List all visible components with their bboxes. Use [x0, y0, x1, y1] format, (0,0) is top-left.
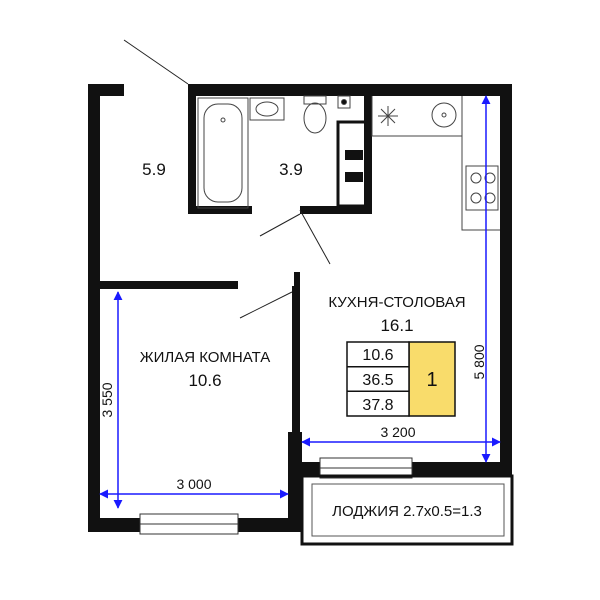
- loggia: [300, 474, 514, 546]
- dim-living-width-label: 3 000: [176, 476, 211, 492]
- table-frame: [346, 341, 410, 417]
- kitchen-area: 16.1: [380, 316, 413, 335]
- kitchen-sink-icon: [431, 102, 457, 128]
- wall-bottom-left-b: [238, 518, 300, 532]
- bath-door-leaf: [299, 209, 331, 265]
- stove-burner-1: [470, 172, 482, 184]
- shaft-fill: [345, 150, 363, 160]
- dim-living-height-label: 3 550: [99, 382, 115, 417]
- fan-icon-d2: [380, 108, 396, 124]
- wall-bottom-left-a: [88, 518, 140, 532]
- hall-door-leaf: [259, 213, 301, 237]
- summary-total-with-loggia: 37.8: [362, 397, 393, 414]
- wall-hall-living: [88, 281, 238, 289]
- summary-rooms-count: 1: [426, 369, 437, 391]
- kitchen-sink-drain: [441, 112, 447, 118]
- bathtub: [197, 97, 249, 209]
- bathroom-area: 3.9: [279, 160, 303, 179]
- area-summary-table: 10.6 36.5 37.8 1: [346, 341, 456, 417]
- toilet-tank: [303, 95, 327, 105]
- bathroom-fixtures: [197, 95, 351, 209]
- living-door-leaf: [239, 291, 293, 319]
- wall-bath-left: [188, 84, 196, 214]
- walls: [88, 84, 512, 532]
- wall-left: [88, 84, 100, 532]
- loggia-inner: [311, 483, 505, 537]
- living-label: ЖИЛАЯ КОМНАТА: [140, 349, 271, 366]
- summary-living-area: 10.6: [362, 347, 393, 364]
- bathtub-inner: [203, 103, 243, 203]
- bathtub-drain: [220, 117, 226, 123]
- wall-bottom-right: [412, 462, 512, 476]
- summary-total-area: 36.5: [362, 372, 393, 389]
- stove-burner-3: [470, 192, 482, 204]
- loggia-outline: [300, 474, 514, 546]
- wall-bath-bottom-b: [300, 206, 372, 214]
- hall-area: 5.9: [142, 160, 166, 179]
- wall-step: [288, 432, 302, 532]
- dim-kitchen-width-label: 3 200: [380, 424, 415, 440]
- loggia-label: ЛОДЖИЯ 2.7х0.5=1.3: [332, 503, 482, 520]
- wall-right: [500, 84, 512, 476]
- stove-icon: [465, 165, 499, 211]
- shaft-fill-2: [345, 172, 363, 182]
- kitchen-fixtures: [371, 96, 500, 231]
- toilet-hole-dot: [341, 99, 347, 105]
- dimension-lines: [99, 95, 501, 509]
- living-area: 10.6: [188, 371, 221, 390]
- toilet-bowl: [303, 102, 327, 134]
- entry-door-leaf: [123, 39, 189, 85]
- rooms-count-badge: [408, 341, 456, 417]
- wall-bath-bottom-a: [188, 206, 252, 214]
- windows: [139, 457, 413, 535]
- dim-kitchen-height-label: 5 800: [471, 344, 487, 379]
- wall-kitchen-stub: [294, 272, 300, 286]
- shaft: [336, 120, 370, 208]
- kitchen-label: КУХНЯ-СТОЛОВАЯ: [328, 294, 465, 311]
- wall-living-kitchen: [292, 286, 300, 432]
- wall-top-left: [88, 84, 124, 96]
- sink-bowl: [255, 101, 279, 117]
- sink: [249, 97, 285, 121]
- wall-top-right: [188, 84, 512, 96]
- doors: [123, 39, 331, 319]
